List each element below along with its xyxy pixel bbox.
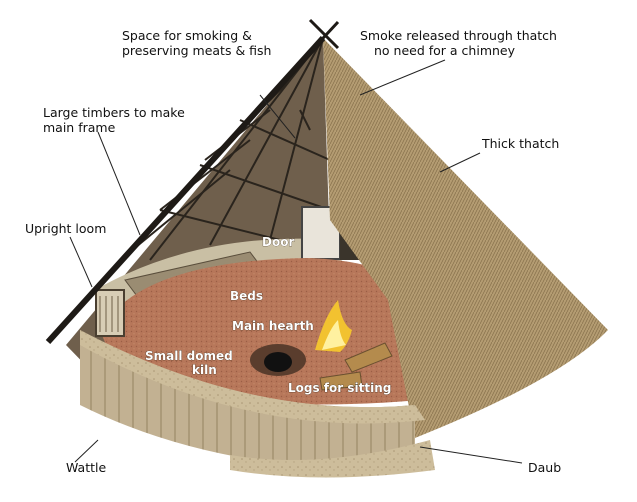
label-smoking: Space for smoking &preserving meats & fi…: [122, 28, 271, 58]
label-thatch: Thick thatch: [481, 136, 559, 151]
wall-outer: [230, 440, 435, 478]
upright-loom: [95, 289, 125, 337]
leader-lines: [69, 59, 523, 464]
floor: [100, 258, 420, 405]
label-daub: Daub: [528, 460, 561, 475]
apex-poles: [308, 18, 340, 52]
label-wattle: Wattle: [66, 460, 106, 475]
label-loom: Upright loom: [25, 221, 106, 236]
label-hearth: Main hearth: [232, 319, 314, 333]
kiln: [250, 344, 306, 376]
label-door: Door: [262, 235, 294, 249]
logs: [319, 342, 393, 391]
thatch-roof: [323, 38, 608, 438]
roof-timber: [45, 35, 326, 345]
wall-daub: [80, 330, 425, 424]
hearth-fire: [315, 300, 352, 352]
label-logs: Logs for sitting: [288, 381, 391, 395]
label-beds: Beds: [230, 289, 263, 303]
